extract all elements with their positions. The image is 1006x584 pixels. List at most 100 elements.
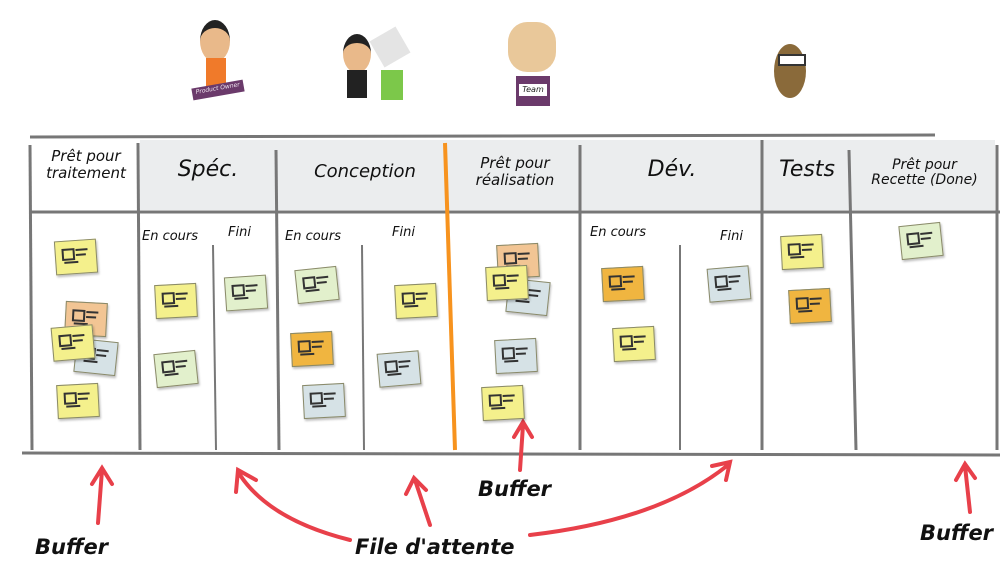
card-text-line <box>798 309 813 313</box>
card-text-line <box>75 253 86 257</box>
card-text-line <box>311 345 322 349</box>
card-text-line <box>622 275 635 279</box>
card-photo-icon <box>501 347 516 360</box>
card-text-line <box>164 372 179 377</box>
card-photo-icon <box>161 292 176 305</box>
buffer-label: Buffer <box>35 535 109 559</box>
card-text-line <box>96 349 109 353</box>
card-text-line <box>323 392 336 396</box>
buffer-label: Buffer <box>478 477 552 501</box>
card-text-line <box>75 248 88 252</box>
card-text-line <box>611 287 626 291</box>
product-owner-head <box>200 20 230 62</box>
card-photo-icon <box>488 394 503 407</box>
top-line <box>29 133 936 139</box>
product-owner-label: Product Owner <box>195 81 241 96</box>
sticky-note-card <box>376 350 422 388</box>
column-header-conception: Conception <box>314 161 416 182</box>
subcolumn-done: Fini <box>392 225 415 240</box>
team-bucket-label-bg: Team <box>519 84 547 96</box>
card-photo-icon <box>297 340 312 353</box>
card-text-line <box>86 311 99 314</box>
card-text-line <box>77 397 88 401</box>
sticky-note-card <box>223 274 269 312</box>
column-divider <box>136 142 142 451</box>
header-line: Prêt pour <box>480 154 550 172</box>
product-owner-character: Product Owner <box>191 18 245 108</box>
team-label: Team <box>522 85 544 94</box>
card-text-line <box>66 404 81 408</box>
card-text-line <box>245 284 258 288</box>
card-photo-icon <box>58 334 73 348</box>
queue-arrow <box>528 459 733 537</box>
card-text-line <box>77 392 90 396</box>
column-header-dev: Dév. <box>647 157 697 182</box>
buffer-arrow <box>954 460 977 514</box>
card-text-line <box>502 394 515 398</box>
header-line: traitement <box>46 163 126 182</box>
sticky-note-card <box>56 382 100 420</box>
card-text-line <box>517 252 530 256</box>
queue-arrow <box>234 466 352 542</box>
sticky-note-card <box>485 264 529 302</box>
card-text-line <box>175 297 186 301</box>
card-text-line <box>86 316 97 319</box>
subcolumn-in-progress: En cours <box>142 229 199 244</box>
card-text-line <box>316 280 327 285</box>
card-text-line <box>506 274 519 278</box>
card-text-line <box>920 236 931 241</box>
card-text-line <box>398 359 411 364</box>
card-text-line <box>728 274 741 279</box>
sticky-note-card <box>302 382 346 420</box>
header-line: Prêt pour <box>892 157 957 173</box>
sticky-note-card <box>494 337 538 375</box>
analyst-head <box>343 34 371 73</box>
sub-divider <box>361 244 365 451</box>
card-text-line <box>504 359 519 363</box>
card-text-line <box>300 352 315 356</box>
subcolumn-in-progress: En cours <box>590 225 647 240</box>
card-text-line <box>175 359 188 364</box>
sticky-note-card <box>780 233 824 271</box>
card-photo-icon <box>401 292 416 305</box>
card-text-line <box>622 347 637 351</box>
card-text-line <box>517 257 528 261</box>
card-photo-icon <box>503 252 518 265</box>
card-text-line <box>728 280 739 284</box>
column-divider <box>274 149 281 451</box>
header-shading <box>140 140 995 210</box>
card-photo-icon <box>61 248 76 261</box>
card-text-line <box>909 244 924 249</box>
sticky-note-card <box>294 265 340 305</box>
card-text-line <box>495 286 510 290</box>
card-photo-icon <box>63 392 78 405</box>
team-character: Team <box>500 14 565 109</box>
queue-arrow <box>404 474 432 527</box>
queue-label: File d'attente <box>355 535 515 559</box>
analyst-board <box>369 26 411 68</box>
sticky-note-card <box>706 265 752 303</box>
team-faces <box>508 22 556 72</box>
card-text-line <box>801 243 814 247</box>
card-text-line <box>175 292 188 296</box>
card-text-line <box>72 333 85 338</box>
card-photo-icon <box>787 243 802 256</box>
card-text-line <box>515 347 528 351</box>
card-text-line <box>312 404 327 408</box>
card-photo-icon <box>492 274 507 287</box>
card-photo-icon <box>384 360 399 374</box>
column-header-spec: Spéc. <box>177 157 239 182</box>
column-divider <box>847 149 858 451</box>
card-text-line <box>83 359 98 364</box>
card-photo-icon <box>608 275 623 288</box>
sticky-note-card <box>481 384 525 422</box>
analyst-bin <box>381 70 403 100</box>
header-line: Recette (Done) <box>871 172 978 189</box>
buffer-arrow <box>512 418 534 472</box>
card-text-line <box>809 302 820 306</box>
card-text-line <box>622 280 633 284</box>
card-text-line <box>175 364 186 369</box>
product-owner-body <box>206 58 226 88</box>
